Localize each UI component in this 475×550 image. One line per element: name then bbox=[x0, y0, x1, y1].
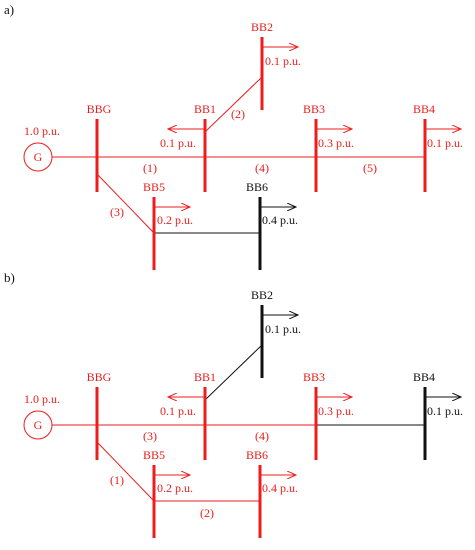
panel-b-line-label-1: (3) bbox=[143, 429, 157, 443]
panel-a-line-label-2: (2) bbox=[231, 107, 245, 121]
panel-a-line-label-5: (5) bbox=[363, 161, 377, 175]
panel-a-bus-label-bb5: BB5 bbox=[143, 180, 165, 194]
panel-a-bus-label-bb6: BB6 bbox=[246, 180, 268, 194]
panel-b-label: b) bbox=[4, 270, 15, 285]
panel-b-generator-power: 1.0 p.u. bbox=[24, 392, 60, 406]
panel-b-line-2 bbox=[204, 344, 263, 401]
panel-b-bus-label-bb5: BB5 bbox=[143, 448, 165, 462]
panel-b-bus-label-bb6: BB6 bbox=[246, 448, 268, 462]
panel-b: b) (3) (1) (4) (2) G 1.0 p.u. BBG BB1 0.1 p.u. BB2… bbox=[4, 270, 463, 538]
panel-a-line-2 bbox=[204, 76, 263, 133]
panel-b-generator-symbol: G bbox=[34, 418, 43, 432]
panel-b-bus-label-bb3: BB3 bbox=[303, 370, 325, 384]
panel-a-load-value-bb6: 0.4 p.u. bbox=[262, 213, 298, 227]
panel-b-line-label-3: (1) bbox=[110, 473, 124, 487]
panel-a-load-value-bb3: 0.3 p.u. bbox=[318, 136, 354, 150]
panel-a-label: a) bbox=[4, 2, 14, 17]
panel-a-bus-label-bb1: BB1 bbox=[194, 102, 216, 116]
panel-b-load-value-bb5: 0.2 p.u. bbox=[157, 481, 193, 495]
panel-a-line-3 bbox=[96, 173, 155, 234]
panel-a-line-label-1: (1) bbox=[143, 161, 157, 175]
panel-a-load-value-bb1: 0.1 p.u. bbox=[160, 136, 196, 150]
panel-b-generator-icon bbox=[23, 410, 53, 440]
panel-b-line-label-4: (4) bbox=[255, 429, 269, 443]
panel-a-bus-label-bbg: BBG bbox=[87, 102, 112, 116]
panel-a-generator-power: 1.0 p.u. bbox=[24, 124, 60, 138]
panel-a-bus-label-bb4: BB4 bbox=[413, 102, 435, 116]
panel-b-bus-label-bb1: BB1 bbox=[194, 370, 216, 384]
panel-a: a) (1) (2) (3) (4) (5) G 1.0 p.u. BBG BB1 0.1 p.u.… bbox=[4, 2, 463, 270]
panel-b-bus-label-bb2: BB2 bbox=[251, 288, 273, 302]
panel-b-bus-label-bbg: BBG bbox=[87, 370, 112, 384]
panel-a-bus-label-bb3: BB3 bbox=[303, 102, 325, 116]
panel-b-line-3 bbox=[96, 441, 155, 502]
panel-a-bus-label-bb2: BB2 bbox=[251, 20, 273, 34]
panel-a-line-label-3: (3) bbox=[110, 205, 124, 219]
panel-b-load-value-bb3: 0.3 p.u. bbox=[318, 404, 354, 418]
panel-a-load-value-bb4: 0.1 p.u. bbox=[427, 136, 463, 150]
panel-a-load-value-bb2: 0.1 p.u. bbox=[265, 54, 301, 68]
panel-b-load-value-bb6: 0.4 p.u. bbox=[262, 481, 298, 495]
panel-b-load-value-bb1: 0.1 p.u. bbox=[160, 404, 196, 418]
panel-a-generator-icon bbox=[23, 142, 53, 172]
panel-b-bus-label-bb4: BB4 bbox=[413, 370, 435, 384]
panel-b-load-value-bb4: 0.1 p.u. bbox=[427, 404, 463, 418]
panel-a-line-label-4: (4) bbox=[255, 161, 269, 175]
panel-a-generator-symbol: G bbox=[34, 150, 43, 164]
panel-b-line-label-6: (2) bbox=[200, 506, 214, 520]
panel-b-load-value-bb2: 0.1 p.u. bbox=[265, 322, 301, 336]
panel-a-load-value-bb5: 0.2 p.u. bbox=[157, 213, 193, 227]
